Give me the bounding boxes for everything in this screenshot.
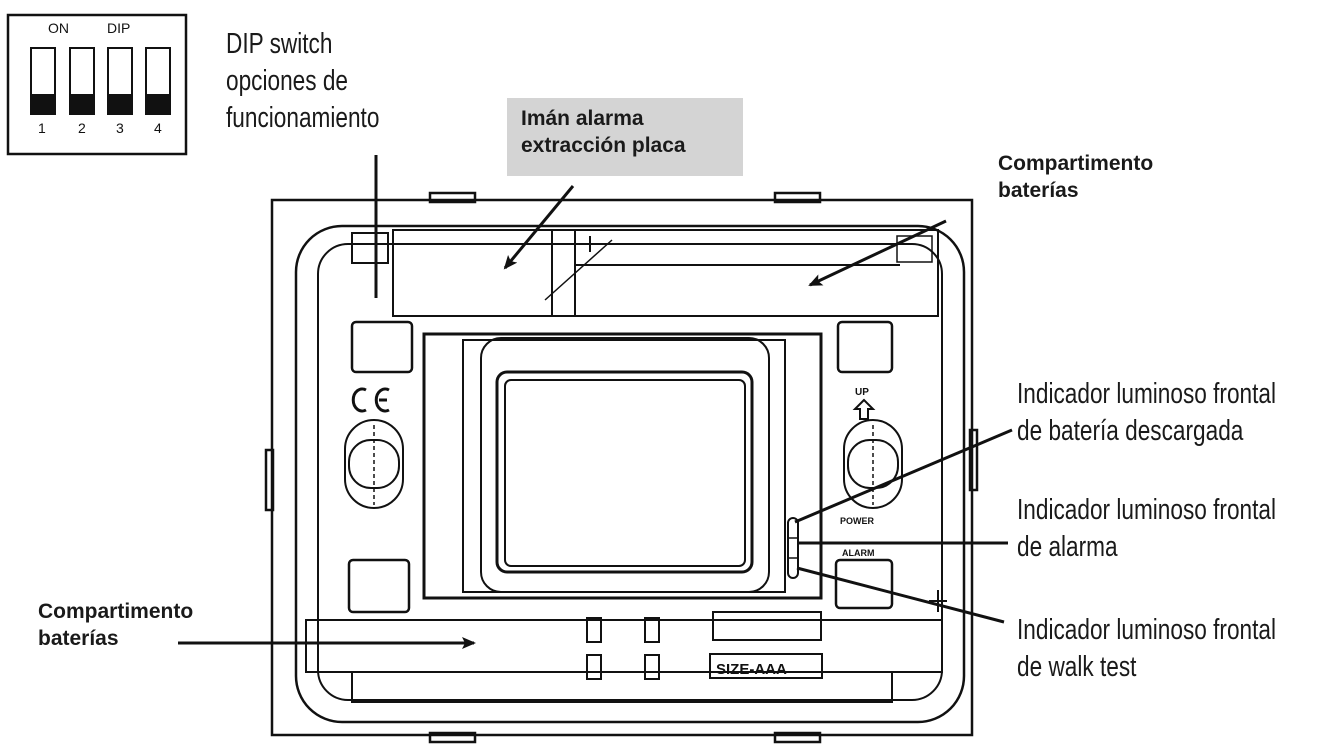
dip-title-label: DIP	[107, 20, 131, 36]
label-indicador-bateria: Indicador luminoso frontal de batería de…	[1017, 378, 1277, 447]
dip-number-3: 3	[116, 120, 124, 136]
label-iman-box	[507, 98, 743, 176]
dip-on-label: ON	[48, 20, 69, 36]
label-compartimento-bottom: Compartimento baterías	[38, 600, 194, 650]
led-alarm-text: ALARM	[842, 548, 875, 558]
arrow-iman	[503, 185, 575, 270]
device-housing	[264, 191, 979, 744]
label-indicador-alarma: Indicador luminoso frontal de alarma	[1017, 494, 1277, 563]
line-indicador-bateria	[794, 428, 1013, 524]
arrow-compartimento-top	[808, 219, 947, 287]
dip-number-4: 4	[154, 120, 162, 136]
led-power-text: POWER	[840, 516, 875, 526]
size-aaa-label: SIZE-AAA	[716, 661, 787, 678]
up-label: UP	[855, 387, 869, 398]
leader-lines	[178, 155, 1013, 649]
line-indicador-walk	[796, 566, 1005, 624]
label-iman: Imán alarma extracción placa	[521, 107, 686, 157]
label-dip-switch: DIP switch opciones de funcionamiento	[226, 28, 380, 134]
dip-switch-illustration	[6, 13, 188, 156]
dip-number-2: 2	[78, 120, 86, 136]
dip-number-1: 1	[38, 120, 46, 136]
label-compartimento-top: Compartimento baterías	[998, 152, 1154, 202]
label-indicador-walk: Indicador luminoso frontal de walk test	[1017, 614, 1277, 683]
